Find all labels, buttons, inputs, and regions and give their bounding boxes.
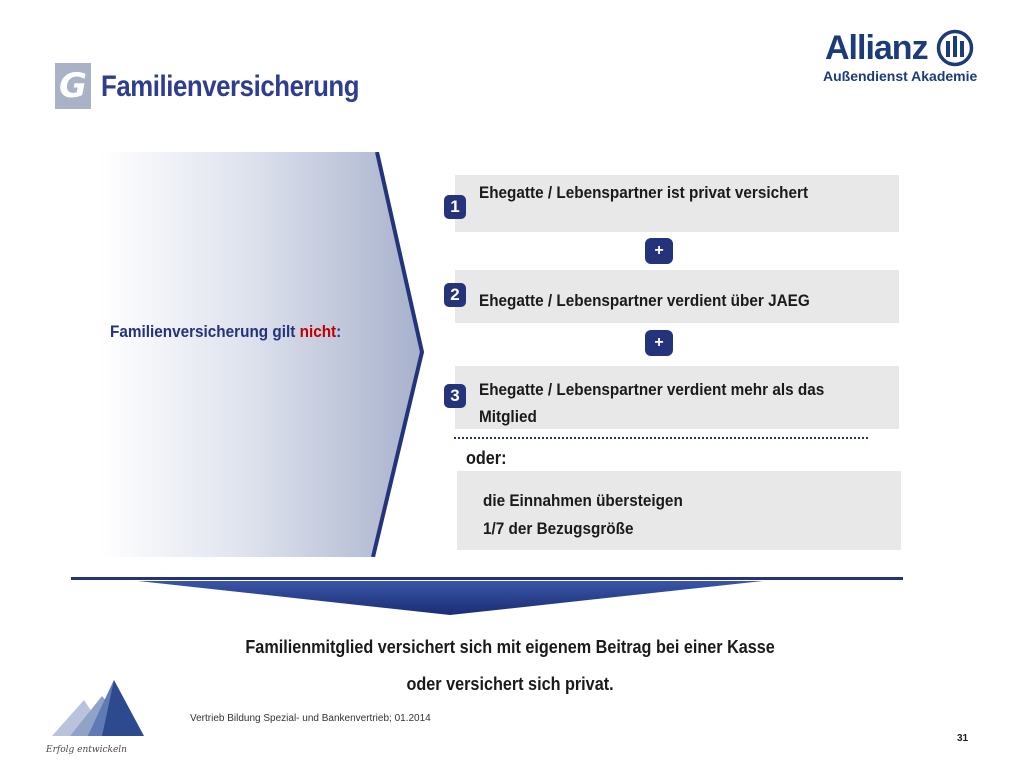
footer-signature: Erfolg entwickeln	[45, 745, 127, 755]
condition-statement: Familienversicherung gilt nicht:	[110, 322, 353, 342]
logo-subtitle: Außendienst Akademie	[823, 68, 978, 84]
condition-text-2: Ehegatte / Lebenspartner verdient über J…	[479, 291, 810, 310]
number-badge-3: 3	[444, 384, 466, 408]
logo-wordmark: Allianz	[825, 29, 929, 67]
condition-negation: nicht	[299, 322, 337, 341]
plus-icon: +	[645, 330, 673, 356]
down-chevron-icon	[138, 581, 763, 615]
condition-text-prefix: Familienversicherung gilt	[110, 322, 300, 341]
dotted-divider	[454, 437, 868, 439]
condition-box-1	[455, 175, 899, 232]
condition-text-3-line2: Mitglied	[479, 407, 537, 426]
footer-text: Vertrieb Bildung Spezial- und Bankenvert…	[190, 713, 431, 724]
separator-line	[71, 577, 903, 580]
condition-text-3-line1: Ehegatte / Lebenspartner verdient mehr a…	[479, 380, 825, 399]
number-badge-1: 1	[444, 195, 466, 219]
alternative-text-line1: die Einnahmen übersteigen	[483, 491, 683, 510]
condition-text-1: Ehegatte / Lebenspartner ist privat vers…	[479, 183, 809, 202]
mountain-logo-icon: Erfolg entwickeln	[45, 680, 144, 755]
alternative-label: oder:	[466, 448, 507, 468]
number-badge-2: 2	[444, 283, 466, 307]
alternative-text-line2: 1/7 der Bezugsgröße	[483, 519, 634, 538]
section-badge: G	[55, 63, 91, 109]
condition-arrow-panel	[100, 152, 425, 557]
page-title: Familienversicherung	[101, 70, 360, 103]
condition-box-3	[455, 366, 899, 429]
condition-text-suffix: :	[336, 322, 342, 341]
allianz-emblem-icon	[936, 29, 974, 67]
alternative-box	[457, 471, 901, 550]
plus-icon: +	[645, 238, 673, 264]
condition-box-2	[455, 270, 899, 323]
conclusion-line-1: Familienmitglied versichert sich mit eig…	[245, 637, 775, 657]
page-number: 31	[957, 733, 969, 744]
conclusion-line-2: oder versichert sich privat.	[406, 674, 614, 694]
